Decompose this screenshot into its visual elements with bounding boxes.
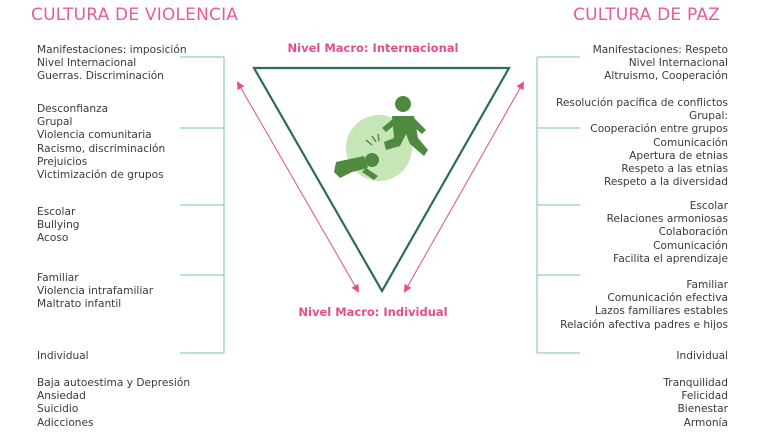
paz-item: Felicidad: [681, 390, 728, 403]
violencia-item: Acoso: [37, 232, 69, 245]
paz-item: Apertura de etnias: [629, 149, 728, 162]
paz-item: Altruismo, Cooperación: [604, 70, 728, 83]
violencia-item: Victimización de grupos: [37, 169, 164, 182]
paz-item: Relaciones armoniosas: [606, 213, 728, 226]
violencia-item: Prejuicios: [37, 155, 88, 168]
paz-item: Colaboración: [658, 226, 728, 239]
violencia-item: Escolar: [37, 206, 76, 218]
paz-group-familiar: Familiar Comunicación efectiva Lazos fam…: [560, 279, 728, 332]
violencia-group-grupal: Desconfianza Grupal Violencia comunitari…: [37, 103, 165, 182]
violencia-item: Racismo, discriminación: [37, 142, 166, 155]
impact-icon: [365, 133, 380, 146]
violencia-item: Violencia intrafamiliar: [37, 285, 154, 298]
violencia-item: Violencia comunitaria: [37, 129, 152, 142]
right-double-arrow: [404, 81, 524, 293]
label-nivel-internacional: Nivel Macro: Internacional: [287, 41, 459, 55]
violencia-item: Baja autoestima y Depresión: [37, 377, 191, 389]
standing-figure-arm-back: [382, 118, 396, 132]
paz-item: Familiar: [686, 279, 728, 291]
violencia-item: Nivel Internacional: [37, 57, 137, 70]
violencia-item: Manifestaciones: imposición: [37, 44, 187, 56]
paz-item: Manifestaciones: Respeto: [592, 44, 728, 56]
right-brackets: [536, 56, 580, 354]
paz-item: Resolución pacífica de conflictos: [556, 97, 728, 109]
violencia-item: Familiar: [37, 272, 79, 284]
paz-item: Cooperación entre grupos: [590, 123, 728, 136]
violencia-group-internacional: Manifestaciones: imposición Nivel Intern…: [37, 44, 187, 84]
paz-item: Comunicación: [653, 136, 728, 149]
paz-item: Escolar: [689, 200, 728, 212]
violencia-item: Grupal: [37, 116, 73, 129]
violencia-group-individual: Individual: [37, 350, 89, 363]
paz-item: Comunicación: [653, 239, 728, 252]
fallen-figure-arm: [362, 168, 378, 180]
title-cultura-violencia: CULTURA DE VIOLENCIA: [31, 5, 239, 25]
violencia-item: Bullying: [37, 219, 80, 232]
violencia-item: Desconfianza: [37, 103, 109, 115]
violencia-item: Ansiedad: [37, 390, 86, 403]
fallen-figure-head: [365, 153, 379, 167]
paz-group-escolar: Escolar Relaciones armoniosas Colaboraci…: [607, 200, 728, 266]
violencia-group-familiar: Familiar Violencia intrafamiliar Maltrat…: [37, 272, 153, 312]
paz-item: Armonía: [683, 416, 728, 429]
title-cultura-paz: CULTURA DE PAZ: [573, 5, 720, 25]
standing-figure-arm: [410, 118, 426, 134]
violencia-group-escolar: Escolar Bullying Acoso: [37, 206, 80, 246]
violencia-item: Suicidio: [37, 403, 79, 416]
paz-item: Lazos familiares estables: [594, 305, 728, 318]
paz-item: Facilita el aprendizaje: [613, 252, 728, 265]
violencia-item: Guerras. Discriminación: [37, 70, 164, 83]
label-nivel-individual: Nivel Macro: Individual: [298, 305, 448, 319]
paz-item: Grupal:: [688, 110, 728, 123]
standing-figure-head: [395, 96, 411, 112]
paz-item: Tranquilidad: [663, 377, 728, 389]
left-double-arrow: [237, 81, 359, 293]
paz-group-internacional: Manifestaciones: Respeto Nivel Internaci…: [593, 44, 728, 84]
paz-item: Respeto a las etnias: [621, 163, 728, 176]
paz-item: Individual: [676, 350, 728, 362]
violencia-item: Maltrato infantil: [37, 298, 122, 311]
paz-item: Nivel Internacional: [628, 57, 728, 70]
violencia-item: Individual: [37, 350, 89, 362]
left-brackets: [180, 56, 225, 354]
paz-item: Respeto a la diversidad: [603, 176, 728, 189]
standing-figure-body: [384, 116, 428, 156]
paz-item: Bienestar: [677, 403, 728, 416]
paz-group-individual: Individual: [676, 350, 728, 363]
fallen-figure-body: [334, 156, 368, 178]
violencia-group-efectos: Baja autoestima y Depresión Ansiedad Sui…: [37, 377, 190, 430]
paz-group-efectos: Tranquilidad Felicidad Bienestar Armonía: [663, 377, 728, 430]
conflict-illustration: [334, 96, 428, 181]
paz-item: Comunicación efectiva: [607, 292, 728, 305]
paz-item: Relación afectiva padres e hijos: [560, 318, 728, 331]
violencia-item: Adicciones: [37, 416, 94, 429]
paz-group-grupal: Resolución pacífica de conflictos Grupal…: [556, 97, 728, 189]
